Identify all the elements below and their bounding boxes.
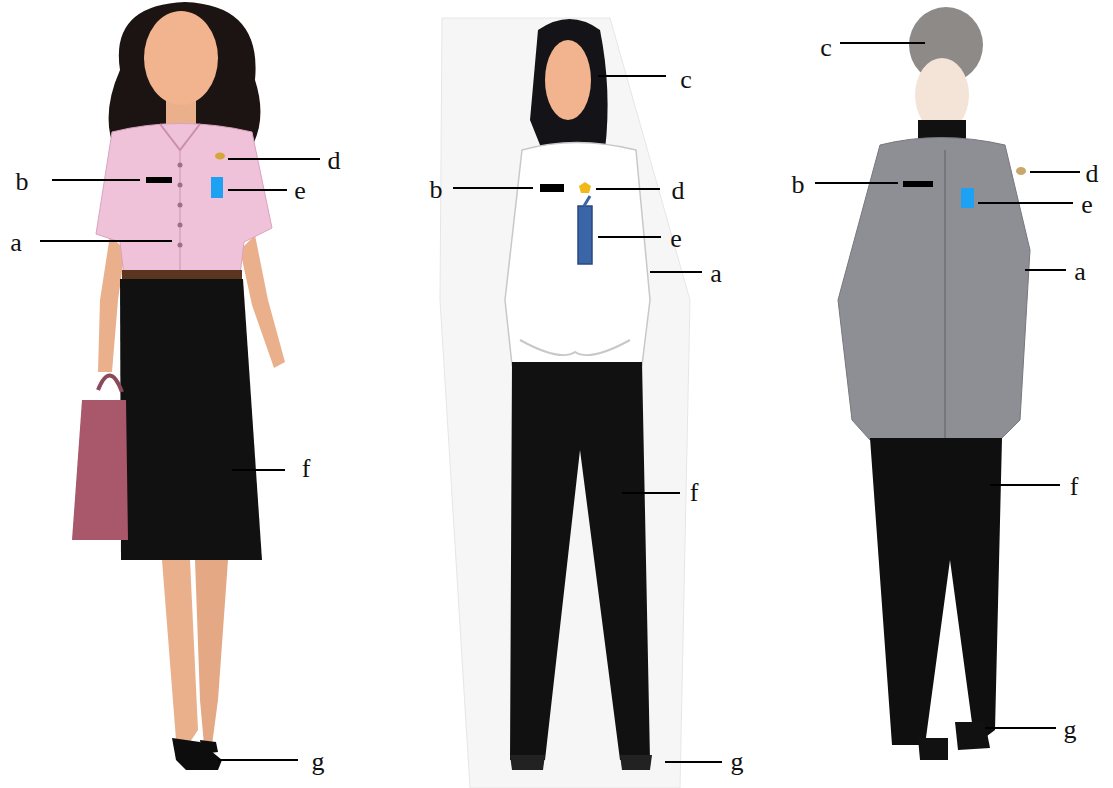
callout-letter: d bbox=[1086, 161, 1099, 187]
drawn-path bbox=[172, 738, 222, 770]
drawn-line bbox=[665, 761, 722, 763]
figure-grey-shirt bbox=[838, 7, 1030, 760]
drawn-rect bbox=[961, 188, 974, 208]
drawn-path bbox=[200, 740, 218, 754]
callout-letter: f bbox=[1070, 474, 1079, 500]
drawn-path bbox=[584, 196, 590, 206]
callout-letter: d bbox=[328, 148, 341, 174]
drawn-circle bbox=[178, 183, 183, 188]
callout-letter: f bbox=[690, 480, 699, 506]
callout-letter: e bbox=[670, 226, 682, 252]
drawn-line bbox=[232, 469, 285, 471]
figure-pink-blouse bbox=[72, 2, 285, 770]
callout-letter: d bbox=[672, 178, 685, 204]
drawn-line bbox=[228, 158, 320, 160]
drawn-line bbox=[622, 492, 680, 494]
drawn-line bbox=[978, 202, 1073, 204]
drawn-line bbox=[598, 236, 661, 238]
drawn-path bbox=[72, 400, 128, 540]
drawn-path bbox=[440, 18, 690, 788]
drawn-ellipse bbox=[545, 40, 591, 120]
leader-lines bbox=[40, 43, 1080, 762]
drawn-line bbox=[944, 150, 946, 440]
badge-set-3 bbox=[903, 167, 1026, 208]
drawn-path bbox=[505, 143, 650, 366]
drawn-path bbox=[195, 560, 228, 745]
drawn-line bbox=[598, 75, 666, 77]
drawn-line bbox=[179, 150, 181, 272]
drawn-circle bbox=[178, 203, 183, 208]
callout-letter: c bbox=[820, 35, 832, 61]
drawn-ellipse bbox=[1016, 167, 1026, 175]
drawn-line bbox=[218, 759, 298, 761]
callout-letter: a bbox=[710, 261, 722, 287]
drawn-circle bbox=[178, 163, 183, 168]
drawn-line bbox=[815, 182, 898, 184]
drawn-path bbox=[578, 206, 592, 264]
drawn-line bbox=[52, 179, 140, 181]
callout-letter: a bbox=[10, 230, 22, 256]
callout-letter: e bbox=[1081, 192, 1093, 218]
figure-white-shirt bbox=[440, 18, 690, 788]
drawn-path bbox=[120, 279, 262, 560]
drawn-line bbox=[228, 189, 287, 191]
drawn-path bbox=[579, 182, 591, 193]
drawn-circle bbox=[178, 243, 183, 248]
badge-set-1 bbox=[146, 153, 225, 199]
callout-letter: b bbox=[430, 177, 443, 203]
drawn-circle bbox=[178, 223, 183, 228]
drawn-ellipse bbox=[215, 153, 225, 160]
drawn-path bbox=[96, 124, 272, 276]
drawn-path bbox=[98, 375, 122, 392]
callout-letter: f bbox=[302, 456, 311, 482]
drawn-line bbox=[985, 727, 1056, 729]
drawn-rect bbox=[540, 184, 564, 192]
drawn-path bbox=[160, 124, 200, 150]
drawn-rect bbox=[903, 181, 933, 187]
drawn-path bbox=[955, 722, 990, 750]
drawn-path bbox=[870, 438, 1002, 745]
drawn-line bbox=[840, 42, 925, 44]
drawn-path bbox=[520, 340, 630, 355]
drawn-path bbox=[918, 738, 948, 760]
drawn-path bbox=[162, 560, 198, 748]
callout-letter: c bbox=[680, 67, 692, 93]
drawn-path bbox=[510, 362, 650, 760]
drawn-rect bbox=[211, 177, 223, 198]
drawn-line bbox=[40, 240, 172, 242]
callout-letter: g bbox=[312, 749, 325, 775]
badge-set-2 bbox=[540, 182, 592, 264]
callout-letter: b bbox=[16, 169, 29, 195]
drawn-line bbox=[990, 484, 1060, 486]
callout-letter: e bbox=[294, 178, 306, 204]
drawn-path bbox=[510, 755, 545, 770]
callout-letter: b bbox=[792, 172, 805, 198]
drawn-line bbox=[1025, 269, 1066, 271]
drawn-line bbox=[1030, 171, 1080, 173]
drawn-path bbox=[620, 755, 652, 770]
drawn-line bbox=[596, 188, 660, 190]
drawn-line bbox=[453, 187, 533, 189]
drawn-rect bbox=[146, 177, 172, 183]
drawn-line bbox=[650, 271, 702, 273]
callout-letter: a bbox=[1074, 259, 1086, 285]
callout-letter: g bbox=[731, 749, 744, 775]
callout-letter: g bbox=[1064, 717, 1077, 743]
drawn-ellipse bbox=[144, 11, 218, 105]
drawn-rect bbox=[122, 270, 242, 279]
